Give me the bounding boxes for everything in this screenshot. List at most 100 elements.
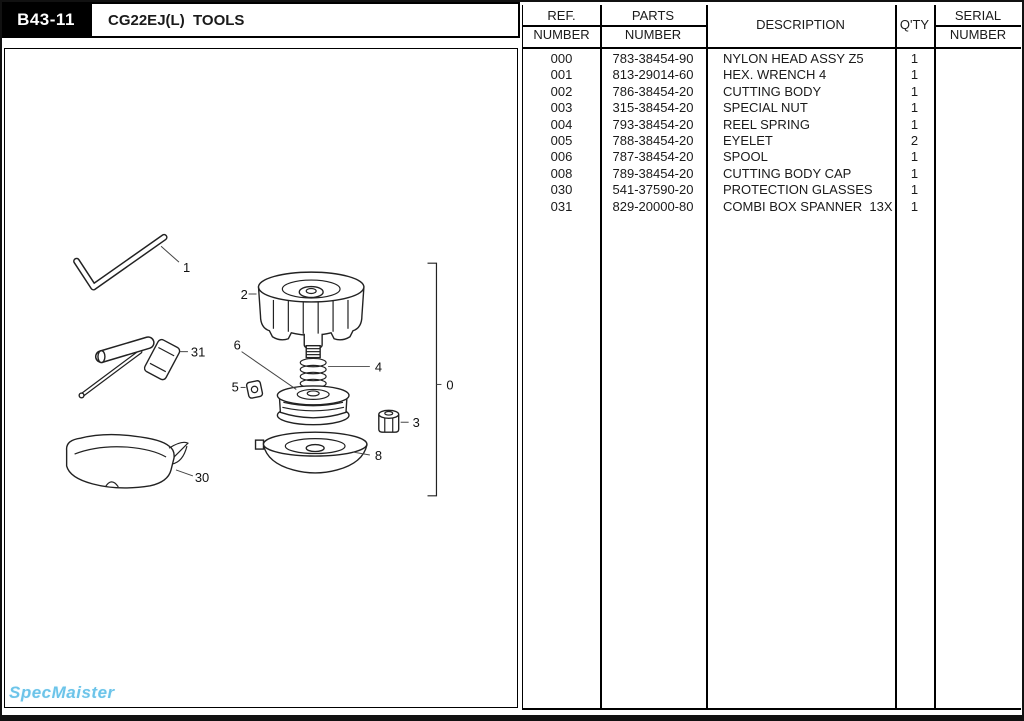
cell-description: REEL SPRING (723, 116, 810, 132)
cell-parts-number: 813-29014-60 (612, 67, 694, 83)
callout-cap: 8 (375, 448, 382, 463)
cell-parts-number: 788-38454-20 (612, 132, 694, 148)
table-row: 004 793-38454-20 REEL SPRING 1 (523, 117, 1021, 133)
header-description: DESCRIPTION (756, 17, 845, 32)
cell-description: HEX. WRENCH 4 (723, 67, 827, 83)
cell-description: SPOOL (723, 149, 768, 165)
cell-qty: 1 (910, 51, 919, 66)
callout-assembly: 0 (446, 377, 453, 392)
cell-parts-number: 786-38454-20 (612, 83, 694, 99)
cell-ref-number: 000 (550, 51, 573, 66)
column-divider (934, 5, 936, 708)
cutting-body-cap-drawing: 8 (254, 431, 382, 474)
column-divider (600, 5, 602, 708)
cell-serial-number (934, 133, 1021, 149)
box-spanner-drawing: 31 (78, 336, 205, 399)
cell-parts-number: 793-38454-20 (612, 116, 694, 132)
cell-parts-number: 789-38454-20 (612, 165, 694, 181)
cell-parts-number: 541-37590-20 (612, 182, 694, 198)
eyelet-drawing: 5 (232, 379, 264, 399)
cell-qty: 1 (910, 149, 919, 165)
cell-serial-number (934, 149, 1021, 165)
watermark: SpecMaister (9, 683, 115, 702)
callout-hex-wrench: 1 (183, 260, 190, 275)
header-ref-line1: REF. (547, 8, 576, 23)
cell-serial-number (934, 199, 1021, 215)
header-serial-line1: SERIAL (954, 8, 1002, 23)
cell-parts-number: 315-38454-20 (612, 100, 694, 116)
callout-eyelet: 5 (232, 379, 239, 394)
cell-ref-number: 002 (550, 83, 573, 99)
cell-parts-number: 829-20000-80 (612, 198, 694, 214)
cell-serial-number (934, 84, 1021, 100)
page-code-badge: B43-11 (2, 2, 90, 38)
reel-spring-drawing: 4 (299, 344, 382, 389)
cell-description: SPECIAL NUT (723, 100, 808, 116)
cell-serial-number (934, 117, 1021, 133)
assembly-bracket: 0 (427, 262, 454, 497)
callout-glasses: 30 (195, 470, 209, 485)
header-bottom-rule (523, 47, 1021, 49)
cell-serial-number (934, 100, 1021, 116)
parts-table-body: 000 783-38454-90 NYLON HEAD ASSY Z5 1 001 813… (523, 51, 1021, 215)
header-divider-left (523, 25, 706, 27)
column-divider (706, 5, 708, 708)
spool-drawing: 6 (234, 338, 350, 426)
table-row: 031 829-20000-80 COMBI BOX SPANNER 13X 1 (523, 199, 1021, 215)
cell-qty: 1 (910, 83, 919, 99)
header-qty: Q'TY (899, 17, 930, 32)
cell-serial-number (934, 166, 1021, 182)
cell-description: CUTTING BODY (723, 83, 822, 99)
callout-spool: 6 (234, 338, 241, 353)
cell-serial-number (934, 182, 1021, 198)
header-parts-line1: PARTS (631, 8, 675, 23)
cell-ref-number: 030 (550, 182, 573, 198)
callout-box-spanner: 31 (191, 345, 205, 360)
table-row: 000 783-38454-90 NYLON HEAD ASSY Z5 1 (523, 51, 1021, 67)
cell-description: PROTECTION GLASSES (723, 182, 873, 198)
cell-ref-number: 031 (550, 198, 573, 214)
cell-description: CUTTING BODY CAP (723, 165, 852, 181)
table-row: 005 788-38454-20 EYELET 2 (523, 133, 1021, 149)
cutting-body-drawing: 2 (241, 271, 365, 350)
cell-ref-number: 001 (550, 67, 573, 83)
cell-parts-number: 787-38454-20 (612, 149, 694, 165)
cell-parts-number: 783-38454-90 (612, 51, 694, 66)
callout-spring: 4 (375, 360, 382, 375)
column-divider (895, 5, 897, 708)
cell-description: EYELET (723, 132, 773, 148)
table-row: 030 541-37590-20 PROTECTION GLASSES 1 (523, 182, 1021, 198)
cell-serial-number (934, 51, 1021, 67)
cell-description: NYLON HEAD ASSY Z5 (723, 51, 864, 66)
cell-description: COMBI BOX SPANNER 13X (723, 198, 893, 214)
header-ref-line2: NUMBER (533, 27, 590, 42)
special-nut-drawing: 3 (378, 409, 420, 433)
cell-qty: 2 (910, 132, 919, 148)
diagram-panel: 0 1 (4, 48, 518, 708)
protection-glasses-drawing: 30 (65, 433, 209, 489)
cell-ref-number: 008 (550, 165, 573, 181)
parts-table: REF. NUMBER PARTS NUMBER DESCRIPTION Q'T… (522, 5, 1021, 710)
page-title: CG22EJ(L) TOOLS (108, 11, 245, 29)
cell-qty: 1 (910, 116, 919, 132)
header-serial-line2: NUMBER (949, 27, 1007, 42)
table-row: 002 786-38454-20 CUTTING BODY 1 (523, 84, 1021, 100)
hex-wrench-drawing: 1 (73, 233, 190, 291)
cell-qty: 1 (910, 198, 919, 214)
header-parts-line2: NUMBER (624, 27, 682, 42)
cell-qty: 1 (910, 182, 919, 198)
callout-cutting-body: 2 (241, 287, 248, 302)
parts-diagram: 0 1 (65, 233, 454, 497)
cell-ref-number: 004 (550, 116, 573, 132)
cell-qty: 1 (910, 100, 919, 116)
cell-ref-number: 005 (550, 132, 573, 148)
page-title-box: CG22EJ(L) TOOLS (90, 2, 520, 38)
cell-ref-number: 006 (550, 149, 573, 165)
table-row: 006 787-38454-20 SPOOL 1 (523, 149, 1021, 165)
header-divider-right (934, 25, 1021, 27)
cell-serial-number (934, 67, 1021, 83)
